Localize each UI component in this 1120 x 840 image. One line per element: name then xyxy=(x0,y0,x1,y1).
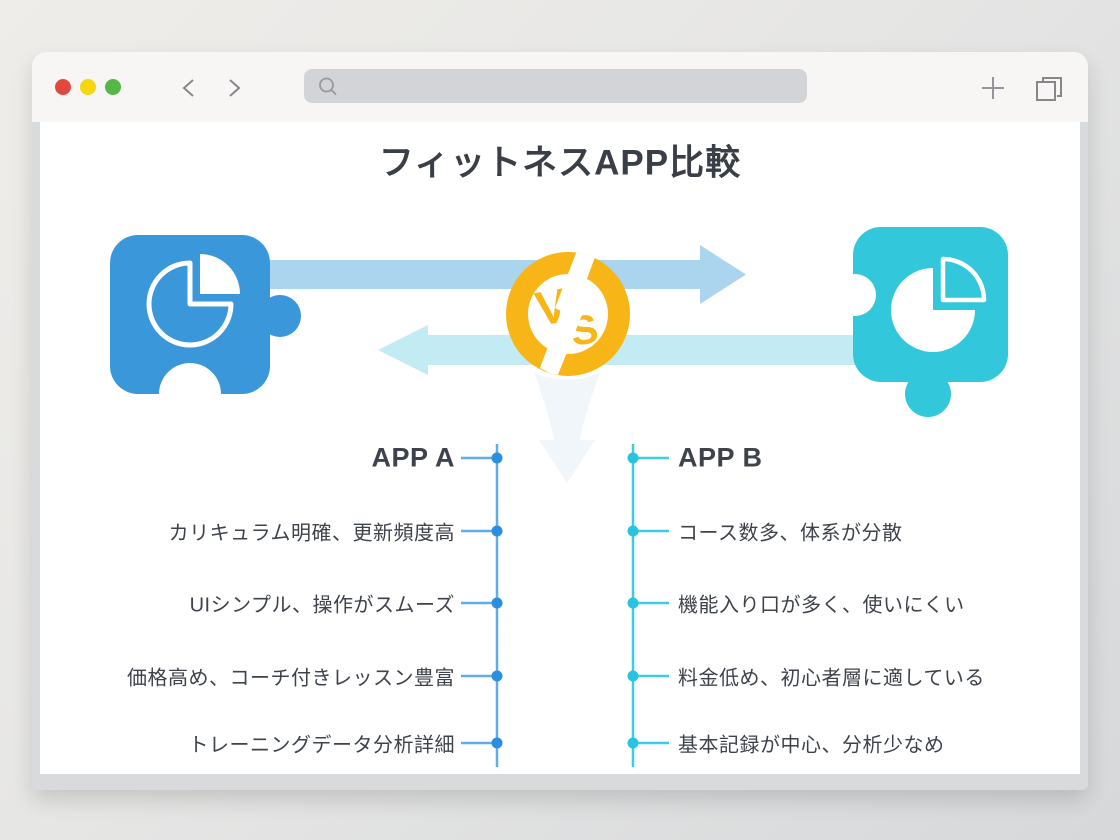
column-header-app-a: APP A xyxy=(371,442,455,473)
comparison-item-a-1: カリキュラム明確、更新頻度高 xyxy=(168,522,455,545)
address-bar[interactable] xyxy=(304,69,807,103)
page-content: V S xyxy=(40,122,1080,774)
search-icon xyxy=(319,77,337,96)
comparison-item-b-3: 料金低め、初心者層に適している xyxy=(678,667,985,690)
browser-window: V S xyxy=(32,52,1088,790)
pie-chart-icon-b xyxy=(891,256,987,352)
tab-overview-button[interactable] xyxy=(1034,75,1064,103)
comparison-graphic: V S xyxy=(110,227,1008,767)
comparison-item-a-4: トレーニングデータ分析詳細 xyxy=(188,734,455,757)
comparison-item-b-1: コース数多、体系が分散 xyxy=(678,522,903,545)
puzzle-piece-b xyxy=(834,227,1008,417)
comparison-item-a-2: UIシンプル、操作がスムーズ xyxy=(189,594,455,617)
browser-topbar xyxy=(32,52,1088,122)
lightning-bolt-icon xyxy=(540,252,595,376)
comparison-item-b-2: 機能入り口が多く、使いにくい xyxy=(678,594,965,617)
connector-b xyxy=(627,444,669,767)
forward-button[interactable] xyxy=(221,78,245,98)
right-arrow xyxy=(240,245,746,304)
vs-badge: V S xyxy=(506,252,630,376)
puzzle-piece-a xyxy=(110,235,301,425)
left-arrow xyxy=(378,325,870,375)
connector-a xyxy=(461,444,503,767)
new-tab-button[interactable] xyxy=(980,75,1006,101)
column-header-app-b: APP B xyxy=(678,442,763,473)
down-arrow xyxy=(534,372,600,483)
minimize-button[interactable] xyxy=(80,79,96,95)
page-title: フィットネスAPP比較 xyxy=(378,143,742,183)
close-button[interactable] xyxy=(55,79,71,95)
comparison-item-b-4: 基本記録が中心、分析少なめ xyxy=(678,734,945,757)
pie-chart-icon-a xyxy=(146,254,240,348)
comparison-item-a-3: 価格高め、コーチ付きレッスン豊富 xyxy=(127,667,455,690)
traffic-lights xyxy=(55,79,121,95)
zoom-button[interactable] xyxy=(105,79,121,95)
back-button[interactable] xyxy=(178,78,202,98)
